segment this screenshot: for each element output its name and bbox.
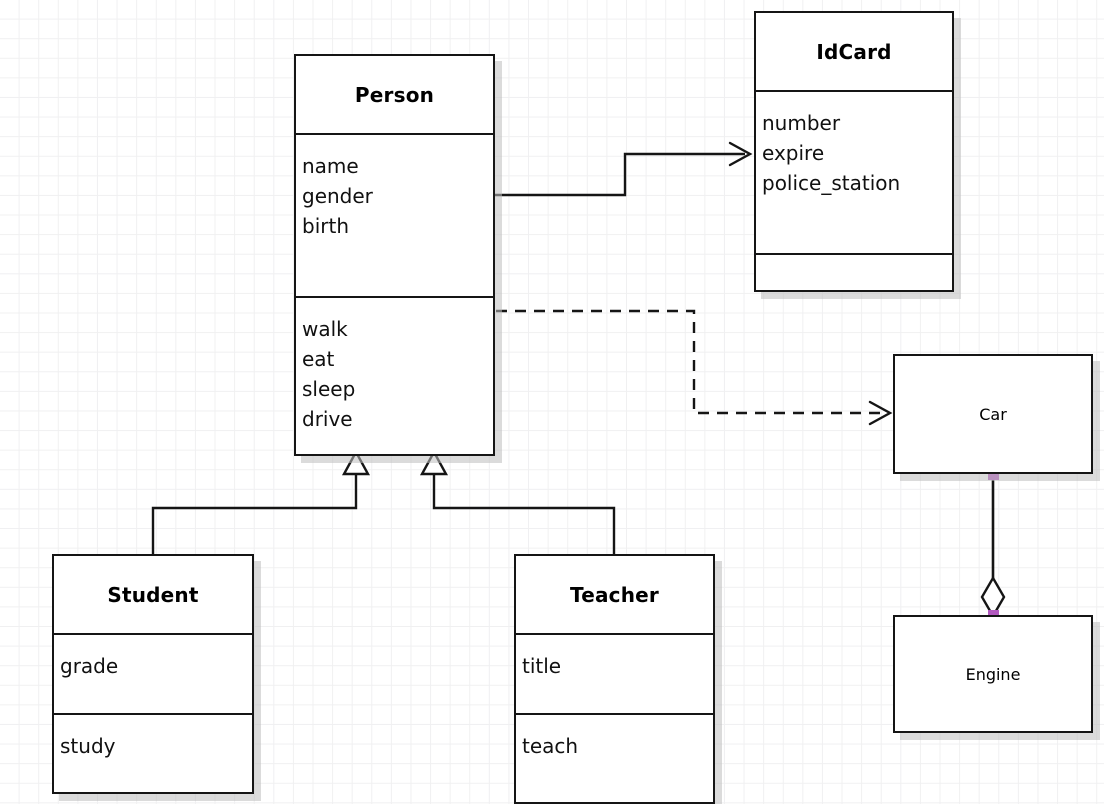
connector-person-car[interactable]	[496, 309, 893, 426]
class-name-student: Student	[107, 582, 199, 607]
class-attributes-compartment-person: name gender birth	[296, 133, 493, 296]
open-arrowhead-icon	[868, 400, 893, 426]
open-arrowhead-icon	[728, 141, 753, 167]
class-box-person[interactable]: Person name gender birth walk eat sleep …	[294, 54, 495, 456]
class-methods-compartment-teacher: teach	[516, 713, 713, 802]
class-attributes-compartment-student: grade	[54, 633, 252, 713]
class-name-car: Car	[979, 404, 1007, 424]
class-title-compartment-engine: Engine	[895, 617, 1091, 731]
class-box-idcard[interactable]: IdCard number expire police_station	[754, 11, 954, 292]
class-methods-compartment-person: walk eat sleep drive	[296, 296, 493, 454]
class-title-compartment-car: Car	[895, 356, 1091, 472]
class-name-engine: Engine	[965, 664, 1021, 684]
class-title-compartment-person: Person	[296, 56, 493, 133]
class-box-engine[interactable]: Engine	[893, 615, 1093, 733]
class-methods-compartment-idcard	[756, 253, 952, 290]
attribute-item: birth	[302, 214, 349, 238]
connector-teacher-person[interactable]	[419, 449, 616, 554]
attribute-item: grade	[60, 654, 119, 678]
method-item: sleep	[302, 377, 356, 401]
attribute-item: title	[522, 654, 562, 678]
method-item: eat	[302, 347, 335, 371]
class-title-compartment-teacher: Teacher	[516, 556, 713, 633]
method-item: teach	[522, 734, 579, 758]
attribute-item: police_station	[762, 171, 901, 195]
method-item: walk	[302, 317, 348, 341]
class-title-compartment-idcard: IdCard	[756, 13, 952, 90]
connector-car-engine[interactable]	[980, 474, 1006, 619]
class-name-idcard: IdCard	[816, 39, 892, 64]
connector-person-idcard[interactable]	[495, 141, 753, 197]
class-box-student[interactable]: Student grade study	[52, 554, 254, 794]
attribute-item: gender	[302, 184, 373, 208]
edge-endpoint-handle-car[interactable]	[988, 469, 999, 480]
attribute-item: number	[762, 111, 841, 135]
class-attributes-compartment-idcard: number expire police_station	[756, 90, 952, 253]
class-box-teacher[interactable]: Teacher title teach	[514, 554, 715, 804]
connector-student-person[interactable]	[151, 449, 371, 554]
class-methods-compartment-student: study	[54, 713, 252, 792]
attribute-item: name	[302, 154, 359, 178]
class-title-compartment-student: Student	[54, 556, 252, 633]
method-item: study	[60, 734, 116, 758]
class-attributes-compartment-teacher: title	[516, 633, 713, 713]
class-box-car[interactable]: Car	[893, 354, 1093, 474]
method-item: drive	[302, 407, 353, 431]
class-name-person: Person	[354, 82, 435, 107]
attribute-item: expire	[762, 141, 825, 165]
class-name-teacher: Teacher	[570, 582, 659, 607]
